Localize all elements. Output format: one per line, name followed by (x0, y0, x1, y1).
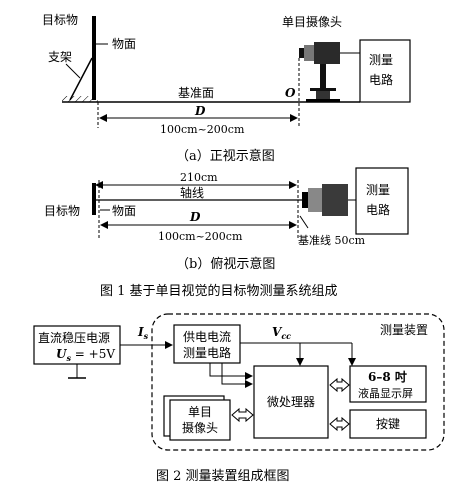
mcu-lcd-bus-arrow (329, 377, 350, 393)
baseline-label-top: 基准线 50cm (298, 233, 366, 247)
camera-label: 单目摄像头 (282, 14, 342, 29)
measure-label-top-2: 电路 (366, 202, 390, 217)
fig2-caption: 图 2 测量装置组成框图 (156, 469, 290, 484)
camera-top (302, 184, 348, 216)
vcc-label: Vcc (272, 325, 291, 341)
object-plane-label: 物面 (112, 37, 136, 51)
supply-measure-box (173, 324, 241, 364)
psu-line1: 直流稳压电源 (38, 330, 110, 345)
measure-label-2: 电路 (369, 72, 393, 87)
supply-line2: 测量电路 (183, 345, 231, 360)
fig1a-front-view: 目标物 物面 支架 基准面 O D 100cm~200cm 单目摄像头 测量 电… (42, 13, 411, 164)
fig1-caption: 图 1 基于单目视觉的目标物测量系统组成 (100, 283, 338, 299)
target-bar-top (92, 183, 96, 215)
distance-label-top: D (189, 210, 201, 224)
camera-line1: 单目 (188, 405, 212, 419)
mcu-box (253, 365, 329, 439)
stand-base-hatch (62, 96, 98, 102)
stand-strut (69, 57, 93, 101)
measure-circuit-box (359, 39, 411, 103)
supply-line1: 供电电流 (183, 330, 231, 344)
axis-label: 轴线 (180, 185, 204, 200)
stand-label: 支架 (48, 50, 72, 64)
psu-line2: Us = +5V (56, 347, 115, 363)
fig1a-caption: （a）正视示意图 (176, 148, 275, 164)
target-pole (92, 16, 96, 100)
target-label-top: 目标物 (44, 204, 80, 218)
keys-box (349, 409, 427, 439)
lcd-line2: 液晶显示屏 (358, 386, 413, 400)
baseline-leader (299, 215, 309, 229)
fig2-block-diagram: 测量装置 直流稳压电源 Us = +5V Is 供电电流 测量电路 Vcc 微处… (33, 313, 445, 484)
stand-leader (65, 63, 81, 79)
camera-tripod (299, 42, 340, 102)
baseline-label: 基准面 (178, 86, 214, 100)
fig1b-top-view: 210cm 轴线 D 100cm~200cm 目标物 物面 测量 电路 基准线 … (44, 167, 409, 272)
mcu-keys-bus-arrow (329, 416, 350, 432)
fig1b-caption: （b）俯视示意图 (176, 256, 275, 272)
measure-label-1: 测量 (369, 53, 393, 67)
device-label: 测量装置 (380, 323, 428, 337)
camera-line2: 摄像头 (182, 420, 218, 435)
is-label: Is (137, 325, 149, 341)
mcu-label: 微处理器 (267, 395, 315, 409)
object-plane-label-top: 物面 (112, 204, 136, 218)
camera-mcu-bus-arrow (231, 407, 254, 423)
target-label: 目标物 (42, 13, 78, 27)
device-boundary (151, 313, 445, 451)
lcd-box (349, 365, 427, 403)
camera-box (169, 399, 231, 441)
length-label: 210cm (180, 171, 218, 184)
lcd-line1: 6–8 吋 (368, 369, 407, 384)
supply-mcu-arrow-2 (221, 363, 253, 388)
measure-circuit-box-top (355, 167, 409, 235)
distance-label: D (194, 104, 206, 118)
measure-label-top-1: 测量 (366, 183, 390, 197)
origin-label: O (285, 86, 296, 100)
range-label: 100cm~200cm (160, 123, 245, 136)
supply-mcu-arrow-1 (209, 363, 253, 380)
range-label-top: 100cm~200cm (158, 230, 243, 243)
keys-label: 按键 (376, 417, 400, 431)
